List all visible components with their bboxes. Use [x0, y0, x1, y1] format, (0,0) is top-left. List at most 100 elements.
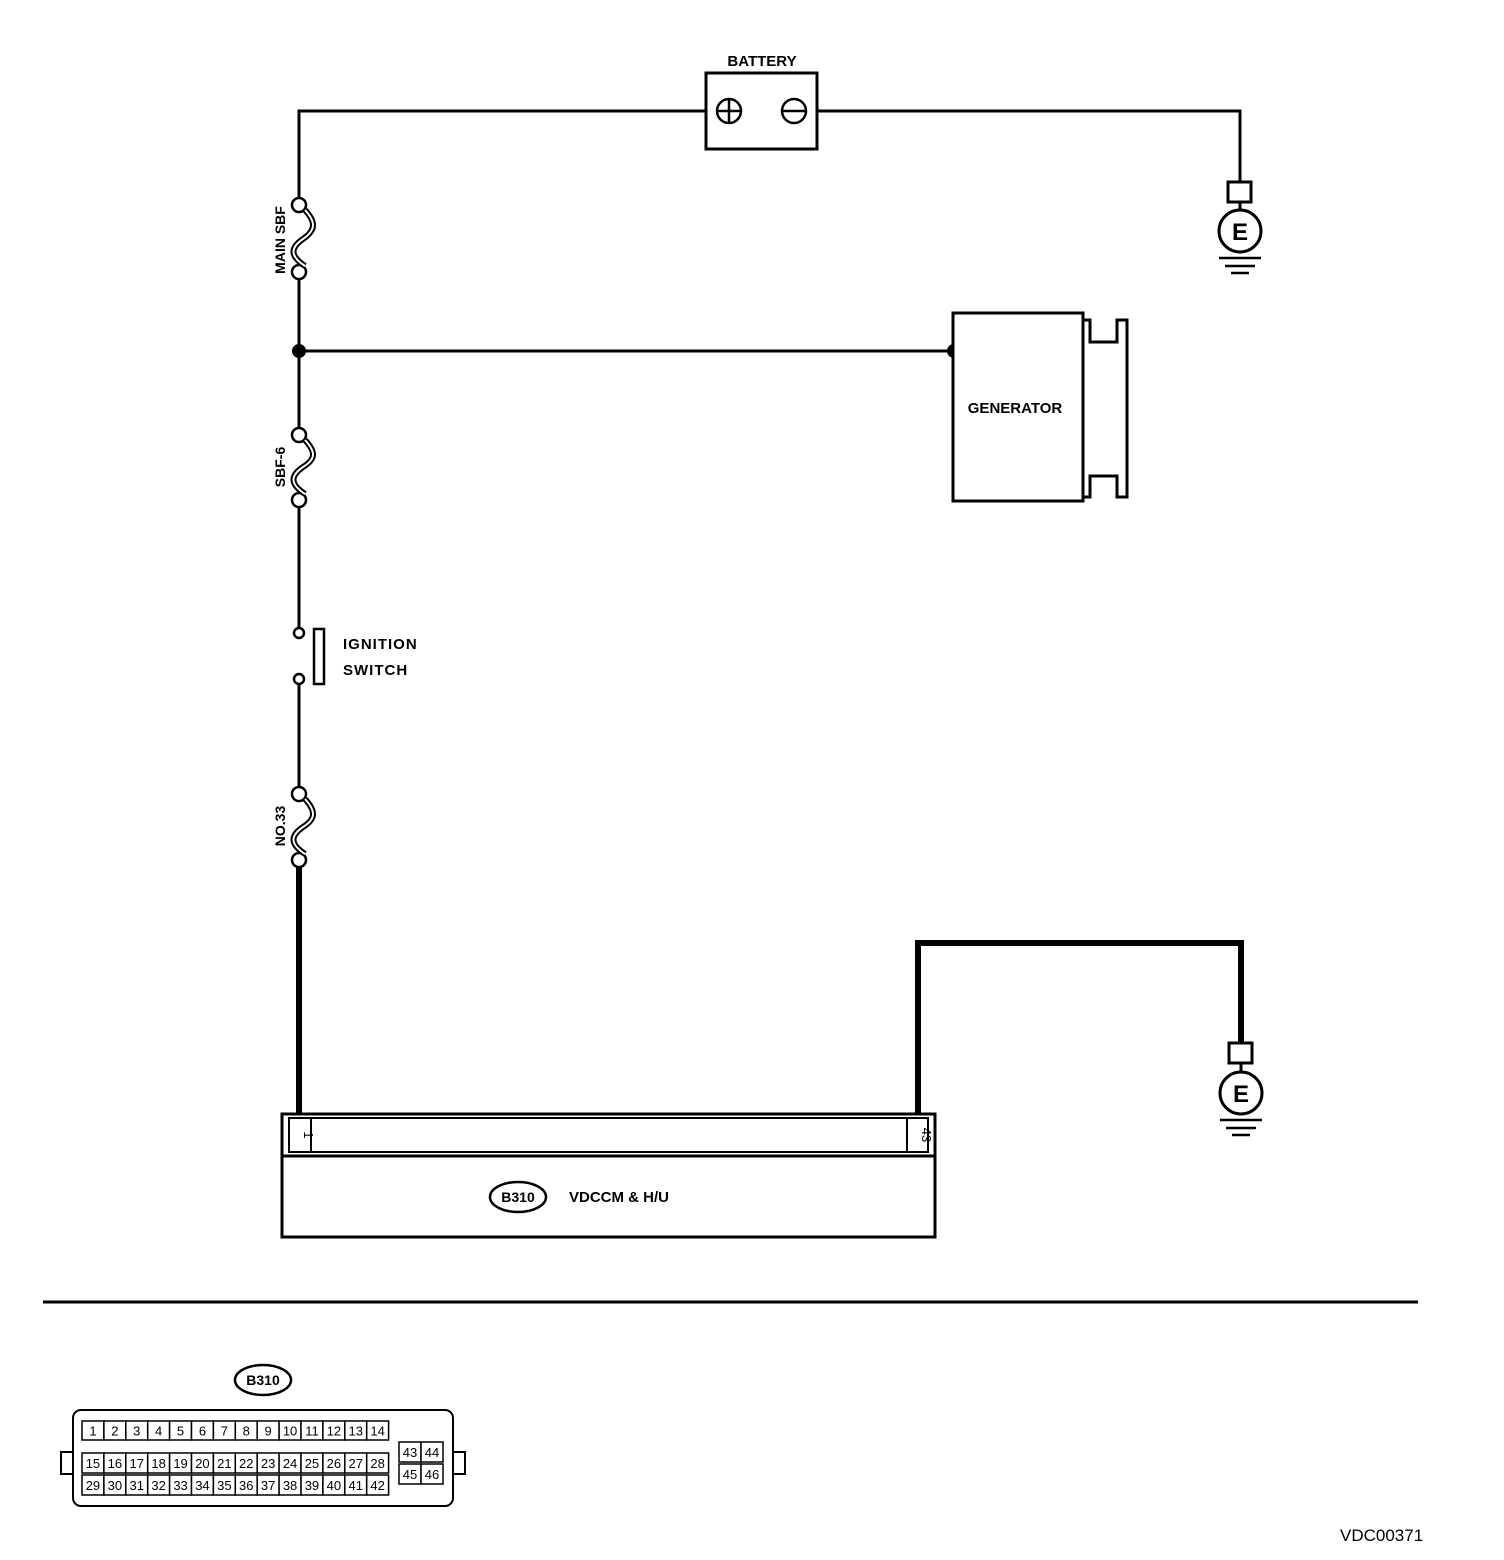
connector-pin-label: 5	[177, 1424, 184, 1439]
module-pin-43: 43	[919, 1128, 934, 1142]
no33-fuse-icon	[290, 785, 316, 869]
vdccm-module: 1 43 B310 VDCCM & H/U	[280, 1112, 937, 1239]
connector-pin: 20	[190, 1452, 215, 1474]
connector-pin-label: 18	[151, 1456, 165, 1471]
battery: BATTERY	[704, 53, 819, 151]
connector-pin: 36	[234, 1474, 258, 1496]
connector-pin: 44	[420, 1441, 444, 1463]
connector-pin-side-bottom: 45 46	[398, 1463, 444, 1485]
connector-pin-label: 16	[108, 1456, 122, 1471]
connector-view-label: B310	[246, 1372, 280, 1388]
ground-bottom: E	[1218, 1041, 1264, 1137]
connector-pin: 45	[398, 1463, 422, 1485]
wire-pin43-to-ground	[915, 940, 1244, 1116]
connector-pin: 34	[190, 1474, 215, 1496]
connector-pin-label: 13	[349, 1424, 363, 1439]
connector-pin-label: 43	[403, 1445, 417, 1460]
connector-pin-label: 42	[370, 1478, 384, 1493]
main-sbf-label: MAIN SBF	[272, 206, 288, 274]
connector-pin: 7	[212, 1420, 237, 1441]
connector-pin: 27	[344, 1452, 368, 1474]
connector-pin: 35	[212, 1474, 237, 1496]
no33-label: NO.33	[272, 806, 288, 847]
connector-pin: 31	[125, 1474, 149, 1496]
connector-pin-label: 8	[243, 1424, 250, 1439]
connector-pin-label: 1	[89, 1424, 96, 1439]
generator: GENERATOR	[951, 311, 1129, 503]
module-pin-1: 1	[301, 1131, 316, 1138]
connector-pin: 2	[103, 1420, 127, 1441]
connector-pin: 16	[103, 1452, 127, 1474]
connector-pin: 17	[125, 1452, 149, 1474]
connector-pin: 43	[398, 1441, 422, 1463]
connector-pin: 33	[168, 1474, 193, 1496]
connector-pin: 8	[234, 1420, 258, 1441]
connector-pin-label: 19	[173, 1456, 187, 1471]
connector-pin-label: 20	[195, 1456, 209, 1471]
connector-pin-label: 6	[199, 1424, 206, 1439]
connector-pin-label: 17	[130, 1456, 144, 1471]
connector-pin-label: 40	[327, 1478, 341, 1493]
connector-pin: 29	[81, 1474, 105, 1496]
connector-pin-label: 26	[327, 1456, 341, 1471]
ground-icon	[1217, 208, 1263, 254]
connector-pin-label: 46	[425, 1467, 439, 1482]
connector-pin-label: 15	[86, 1456, 100, 1471]
connector-pin: 32	[146, 1474, 171, 1496]
connector-pin: 14	[365, 1420, 390, 1441]
connector-pin: 25	[300, 1452, 324, 1474]
connector-pin: 13	[344, 1420, 368, 1441]
connector-pin-label: 9	[265, 1424, 272, 1439]
module-connector-label: B310	[501, 1189, 535, 1205]
connector-pin: 1	[81, 1420, 105, 1441]
battery-label: BATTERY	[727, 53, 796, 70]
connector-view-badge	[233, 1363, 293, 1397]
connector-pin: 28	[365, 1452, 390, 1474]
battery-positive-wire	[297, 109, 706, 198]
ground-symbol: E	[1232, 219, 1248, 246]
connector-pin-label: 12	[327, 1424, 341, 1439]
connector-pin: 4	[146, 1420, 171, 1441]
connector-pin-label: 45	[403, 1467, 417, 1482]
pulley-icon	[1083, 318, 1129, 499]
connector-pin: 24	[278, 1452, 302, 1474]
connector-pin: 18	[146, 1452, 171, 1474]
module-name: VDCCM & H/U	[569, 1189, 669, 1206]
connector-pin-label: 2	[111, 1424, 118, 1439]
connector-pin-label: 24	[283, 1456, 297, 1471]
connector-pin: 39	[300, 1474, 324, 1496]
ignition-label-line2: SWITCH	[343, 662, 408, 679]
connector-pin-label: 11	[305, 1424, 319, 1439]
sbf6-fuse-icon	[290, 426, 316, 509]
connector-pin: 37	[256, 1474, 280, 1496]
connector-pin: 42	[365, 1474, 390, 1496]
connector-pin-label: 28	[370, 1456, 384, 1471]
ground-top: E	[1217, 180, 1263, 275]
connector-pin-label: 23	[261, 1456, 275, 1471]
plus-terminal-icon	[715, 97, 743, 125]
connector-pin-label: 21	[217, 1456, 231, 1471]
ground-symbol: E	[1233, 1081, 1249, 1108]
connector-pin-label: 27	[349, 1456, 363, 1471]
connector-pin-label: 7	[221, 1424, 228, 1439]
connector-pin: 10	[278, 1420, 302, 1441]
minus-terminal-icon	[780, 97, 808, 125]
connector-pin-label: 4	[155, 1424, 162, 1439]
connector-pin-label: 38	[283, 1478, 297, 1493]
connector-pin-label: 29	[86, 1478, 100, 1493]
main-sbf-fuse-icon	[290, 196, 316, 281]
connector-pin: 30	[103, 1474, 127, 1496]
connector-pin-label: 22	[239, 1456, 253, 1471]
connector-pin: 38	[278, 1474, 302, 1496]
generator-label: GENERATOR	[968, 400, 1063, 417]
connector-pin-label: 30	[108, 1478, 122, 1493]
connector-pin-label: 33	[173, 1478, 187, 1493]
connector-pin: 46	[420, 1463, 444, 1485]
connector-pin-label: 35	[217, 1478, 231, 1493]
connector-pin: 23	[256, 1452, 280, 1474]
connector-pin: 26	[322, 1452, 346, 1474]
